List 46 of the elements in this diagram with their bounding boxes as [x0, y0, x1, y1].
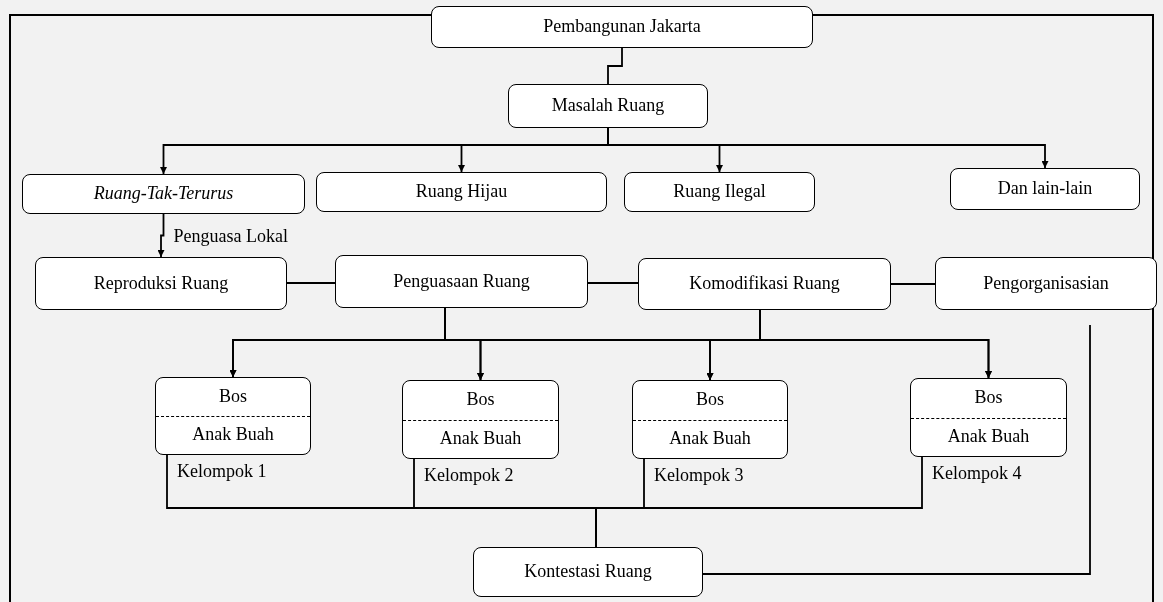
process-box	[35, 257, 287, 310]
connector-line	[702, 324, 1091, 575]
connector-line	[890, 283, 936, 285]
node-label: Dan lain-lain	[997, 179, 1093, 199]
process-box	[508, 84, 708, 128]
process-box	[335, 255, 588, 308]
node-label: Reproduksi Ruang	[93, 273, 229, 294]
connector-line	[286, 282, 336, 284]
node-label: Pengorganisasian	[983, 273, 1109, 294]
node-label: Bos	[219, 387, 247, 407]
node-label: Anak Buah	[669, 428, 751, 449]
arrow	[759, 309, 992, 379]
process-box	[155, 377, 311, 455]
group-caption: Kelompok 4	[932, 463, 1022, 484]
node-label: Masalah Ruang	[551, 96, 665, 116]
process-box	[632, 380, 788, 459]
process-box	[910, 378, 1067, 457]
process-box	[473, 547, 703, 597]
group-caption: Kelompok 3	[654, 465, 744, 486]
node-label: Ruang Ilegal	[673, 182, 766, 202]
node-label: Ruang-Tak-Terurus	[93, 184, 234, 204]
process-box	[402, 380, 559, 459]
connector-line	[587, 282, 639, 284]
process-box	[22, 174, 305, 214]
connector-line	[607, 47, 623, 85]
node-label: Anak Buah	[947, 426, 1030, 447]
arrow	[157, 213, 165, 258]
process-box	[935, 257, 1157, 310]
node-label: Anak Buah	[439, 428, 522, 449]
node-label: Kontestasi Ruang	[524, 562, 652, 582]
node-label: Bos	[466, 390, 495, 411]
node-label: Bos	[974, 388, 1003, 409]
edge-label: Penguasa Lokal	[171, 226, 290, 247]
group-caption: Kelompok 1	[177, 461, 267, 482]
node-label: Bos	[696, 390, 724, 411]
process-box	[431, 6, 813, 48]
node-label: Pembangunan Jakarta	[543, 17, 701, 37]
process-box	[638, 258, 891, 310]
node-label: Penguasaan Ruang	[393, 271, 530, 292]
process-box	[316, 172, 607, 212]
process-box	[950, 168, 1140, 210]
process-box	[624, 172, 815, 212]
node-label: Komodifikasi Ruang	[689, 274, 840, 294]
node-label: Anak Buah	[192, 425, 274, 445]
group-caption: Kelompok 2	[424, 465, 514, 486]
node-label: Ruang Hijau	[415, 182, 508, 202]
